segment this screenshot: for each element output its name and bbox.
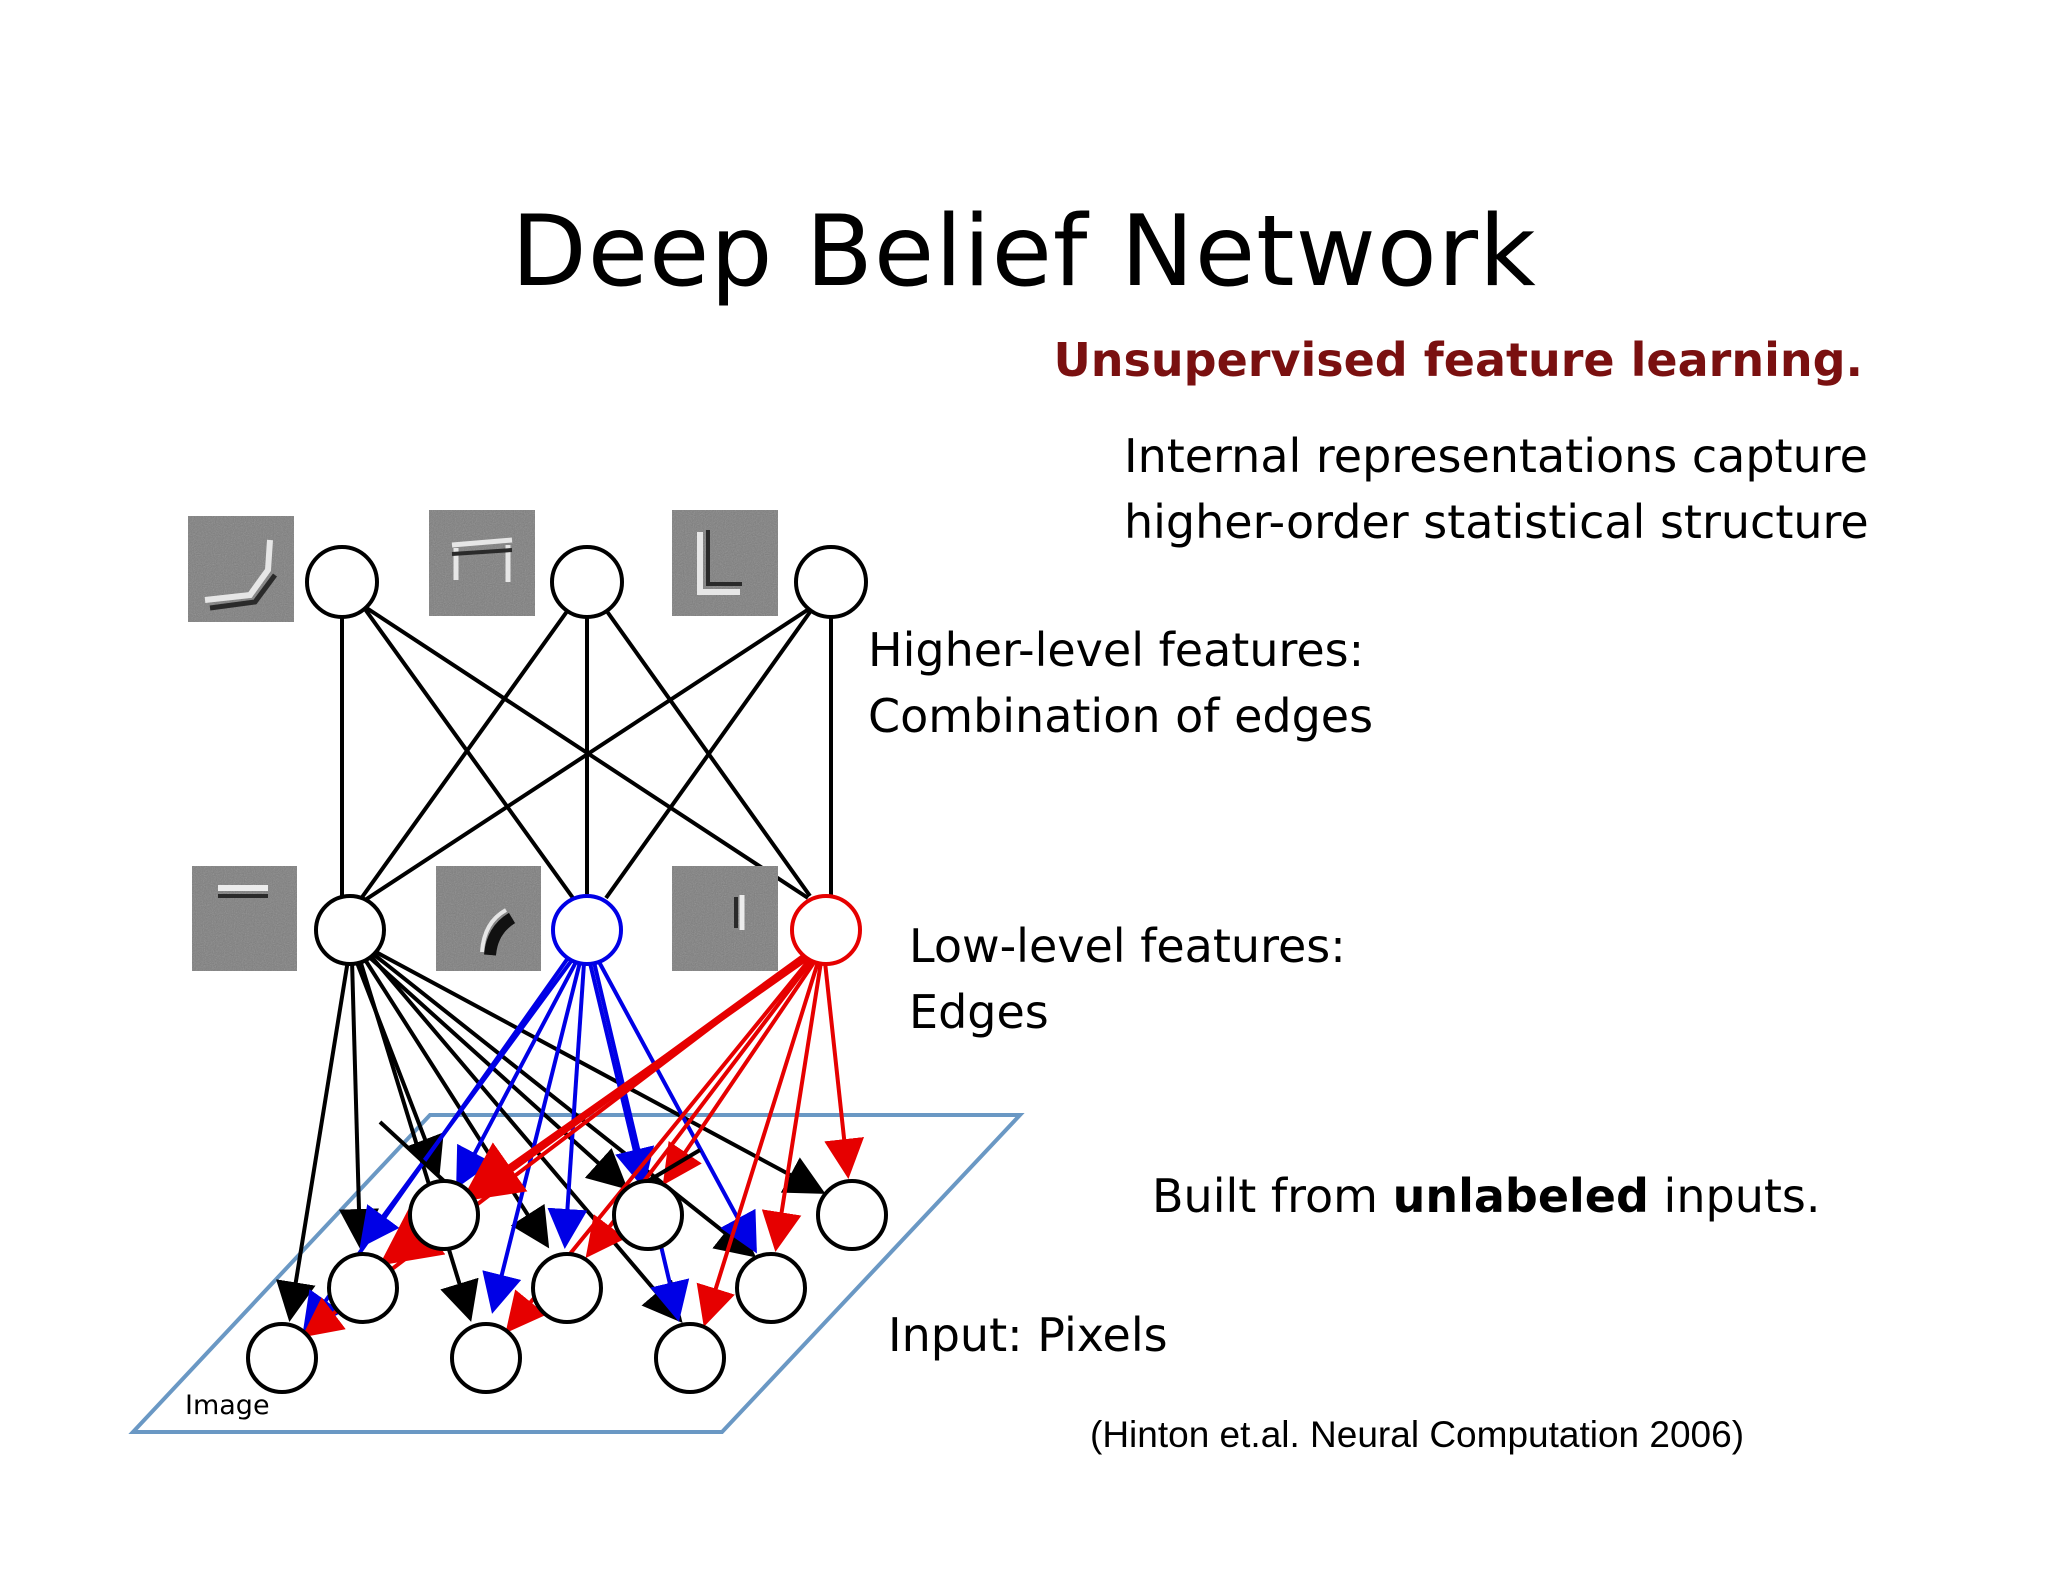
input-unit bbox=[612, 1179, 684, 1251]
input-unit bbox=[450, 1322, 522, 1394]
edge-unit-black-arrows bbox=[276, 949, 826, 1324]
low-feature-patches bbox=[192, 866, 778, 971]
description: Internal representations capture higher-… bbox=[1124, 423, 1869, 555]
higher-unit bbox=[550, 545, 624, 619]
higher-feature-patches bbox=[188, 510, 778, 622]
label-line: Edges bbox=[909, 985, 1049, 1039]
higher-level-label: Higher-level features: Combination of ed… bbox=[868, 617, 1373, 749]
built-from-label: Built from unlabeled inputs. bbox=[1152, 1163, 1820, 1229]
feature-stroke bbox=[484, 912, 516, 956]
higher-level-units bbox=[305, 545, 868, 619]
citation: (Hinton et.al. Neural Computation 2006) bbox=[1090, 1414, 1745, 1455]
label-line: Low-level features: bbox=[909, 919, 1346, 973]
label-line: Combination of edges bbox=[868, 689, 1374, 743]
description-line: Internal representations capture bbox=[1124, 429, 1868, 483]
low-level-units bbox=[314, 894, 862, 966]
higher-unit bbox=[305, 545, 379, 619]
higher-to-low-connections bbox=[340, 603, 833, 904]
input-unit bbox=[735, 1252, 807, 1324]
label-line: Higher-level features: bbox=[868, 623, 1365, 677]
low-unit-blue bbox=[551, 894, 623, 966]
input-unit bbox=[654, 1322, 726, 1394]
image-label: Image bbox=[185, 1390, 270, 1421]
built-post: inputs. bbox=[1648, 1169, 1821, 1223]
low-unit-black bbox=[314, 894, 386, 966]
input-unit bbox=[531, 1252, 603, 1324]
feature-stroke bbox=[204, 539, 273, 603]
input-unit bbox=[327, 1252, 399, 1324]
slide-title: Deep Belief Network bbox=[511, 195, 1537, 309]
low-level-label: Low-level features: Edges bbox=[909, 913, 1346, 1045]
feature-stroke bbox=[697, 532, 740, 595]
low-unit-red bbox=[790, 894, 862, 966]
input-unit bbox=[408, 1179, 480, 1251]
input-label: Input: Pixels bbox=[888, 1308, 1168, 1362]
input-unit bbox=[246, 1322, 318, 1394]
built-bold: unlabeled bbox=[1392, 1169, 1649, 1223]
arrow-overlays bbox=[378, 1120, 702, 1183]
higher-unit bbox=[794, 545, 868, 619]
subtitle: Unsupervised feature learning. bbox=[1053, 333, 1863, 387]
image-plane bbox=[128, 1113, 1025, 1434]
input-unit bbox=[816, 1179, 888, 1251]
input-units bbox=[246, 1179, 888, 1394]
built-pre: Built from bbox=[1152, 1169, 1393, 1223]
description-line: higher-order statistical structure bbox=[1124, 495, 1869, 549]
